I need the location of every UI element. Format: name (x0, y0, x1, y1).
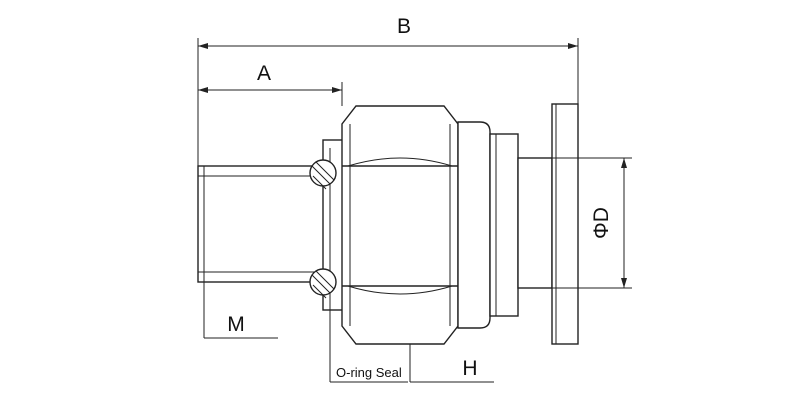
oring-bottom (309, 268, 337, 299)
label-oring-seal: O-ring Seal (336, 365, 402, 380)
oring-top (309, 159, 337, 190)
label-d: ΦD (590, 207, 613, 239)
collar-outer (457, 121, 491, 329)
leader-oring (329, 302, 408, 383)
collar-inner (489, 133, 519, 317)
label-b: B (397, 15, 411, 38)
leader-m (203, 282, 278, 339)
leader-h (409, 344, 494, 383)
dimension-a (198, 82, 343, 106)
label-h: H (462, 357, 477, 380)
threaded-end (197, 165, 333, 283)
stem (517, 157, 553, 289)
label-m: M (227, 313, 245, 336)
dimension-b (197, 38, 579, 166)
label-a: A (257, 62, 271, 85)
hex-nut (341, 105, 459, 345)
dimension-d (552, 157, 632, 289)
flange (551, 103, 579, 345)
